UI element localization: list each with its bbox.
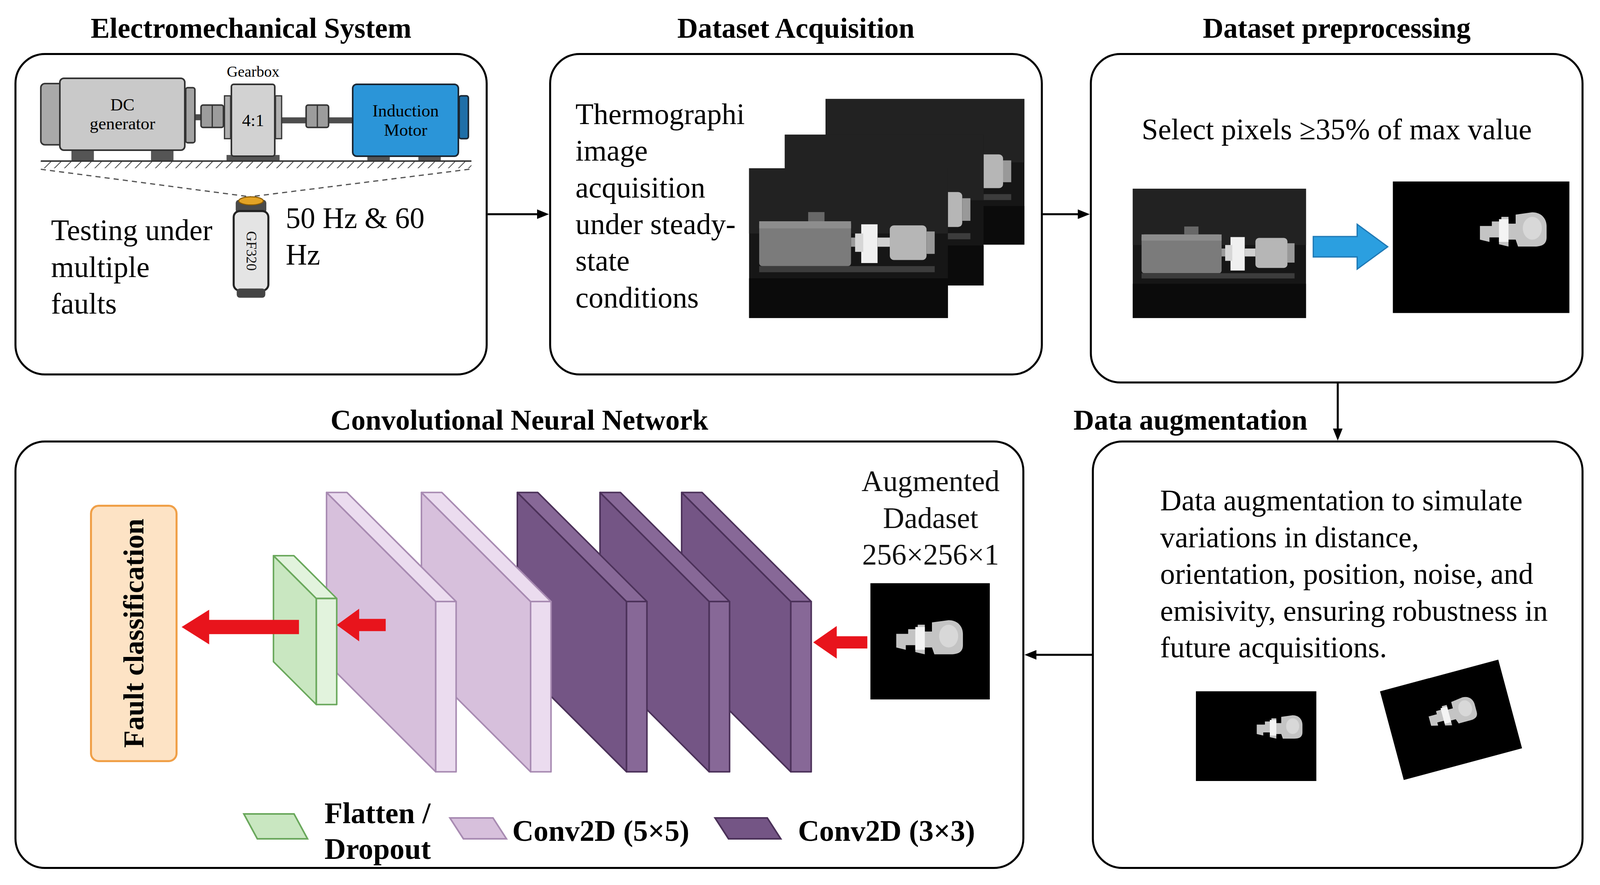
ratio-text: 4:1: [241, 110, 264, 131]
body-text: Testing under multiple faults: [51, 212, 219, 323]
illustration-part: [275, 96, 282, 139]
illustration-part: [40, 169, 470, 198]
body-text: Select pixels ≥35% of max value: [1091, 111, 1582, 148]
flow-arrow: [1336, 383, 1339, 437]
thermal-images: [748, 98, 1025, 319]
augmented-images: [1195, 660, 1523, 782]
legend-text: Conv2D (5×5): [512, 813, 690, 849]
legend-swatch-shape: [449, 818, 507, 840]
panel-box: Data augmentationData augmentation to si…: [1091, 440, 1584, 870]
illustration-part: [211, 105, 213, 128]
illustration-part: [530, 601, 552, 773]
illustration-part: [1379, 660, 1523, 781]
illustration-part: [326, 492, 552, 773]
illustration-part: [40, 160, 472, 162]
illustration-part: [459, 96, 469, 139]
illustration-part: [181, 609, 299, 645]
preprocessing-images: [1132, 181, 1570, 319]
illustration-part: [517, 492, 812, 773]
legend-text: Flatten / Dropout: [324, 795, 437, 867]
body-text: Data augmentation to simulate variations…: [1160, 482, 1559, 667]
illustration-part: [306, 105, 329, 128]
legend-swatch-shape: [715, 818, 781, 840]
legend-text: Conv2D (3×3): [797, 813, 975, 849]
illustration-part: [273, 555, 337, 599]
camera-model: GF320: [243, 230, 259, 271]
illustration-part: [896, 620, 963, 655]
flow-arrow: [1028, 653, 1092, 656]
panel-box: Dataset AcquisitionThermographi image ac…: [549, 53, 1043, 376]
panel-heading: Dataset Acquisition: [551, 10, 1041, 47]
part-heading: Gearbox: [226, 62, 280, 82]
illustration-part: [151, 151, 174, 162]
generator-box: DC generator: [59, 77, 186, 152]
motor-box: Induction Motor: [351, 83, 460, 158]
legend-swatch: [714, 817, 782, 840]
legend-swatch: [449, 817, 508, 840]
illustration-part: [790, 601, 812, 773]
panel-box: Fault classificationConvolutional Neural…: [14, 440, 1025, 870]
illustration-part: [626, 601, 648, 773]
flow-arrow: [487, 213, 545, 216]
illustration-part: [421, 492, 552, 602]
gearbox-box: Gearbox4:1: [230, 83, 276, 158]
part-name: Induction Motor: [361, 101, 450, 140]
panel-box: DC generatorGearbox4:1Induction MotorEle…: [14, 53, 489, 376]
illustration-part: [1392, 181, 1570, 314]
illustration-part: [326, 492, 457, 602]
illustration-part: [870, 583, 990, 700]
illustration-part: [1379, 660, 1523, 781]
frequency-text: 50 Hz & 60 Hz: [285, 200, 439, 274]
illustration-part: [709, 601, 730, 773]
panel-box: Dataset preprocessingSelect pixels ≥35% …: [1089, 53, 1584, 384]
output-box: Fault classification: [89, 504, 178, 763]
panel-heading: Convolutional Neural Network: [16, 402, 1023, 439]
illustration-part: [200, 105, 224, 128]
output-label: Fault classification: [118, 519, 150, 749]
illustration-part: [71, 151, 94, 162]
illustration-part: [1195, 691, 1317, 782]
panel-heading: Data augmentation: [1073, 402, 1308, 439]
illustration-part: [40, 161, 472, 169]
flow-arrow: [1042, 213, 1086, 216]
illustration-part: [233, 211, 269, 291]
legend-swatch-shape: [243, 814, 308, 840]
illustration-part: [185, 87, 195, 143]
illustration-part: [238, 196, 264, 205]
illustration-part: [1132, 188, 1307, 319]
panel-heading: Dataset preprocessing: [1091, 10, 1582, 47]
cnn-layers: [181, 492, 990, 773]
input-size-label: Augmented Dadaset 256×256×1: [858, 463, 1004, 574]
body-text: Thermographi image acquisition under ste…: [575, 96, 752, 317]
illustration-part: [181, 608, 868, 659]
panel-heading: Electromechanical System: [16, 10, 487, 47]
illustration-part: [748, 168, 948, 319]
illustration-part: [1313, 224, 1388, 270]
legend-swatch: [243, 813, 309, 840]
illustration-part: [1426, 694, 1479, 731]
illustration-part: [336, 608, 386, 642]
illustration-part: [236, 288, 266, 299]
illustration-part: [517, 492, 648, 602]
illustration-part: [224, 96, 231, 139]
illustration-part: [316, 598, 337, 705]
illustration-part: [1256, 715, 1303, 739]
illustration-part: [316, 105, 318, 128]
illustration-part: [435, 601, 457, 773]
illustration-part: [1479, 212, 1547, 247]
illustration-part: [813, 626, 868, 659]
part-name: DC generator: [81, 95, 164, 134]
